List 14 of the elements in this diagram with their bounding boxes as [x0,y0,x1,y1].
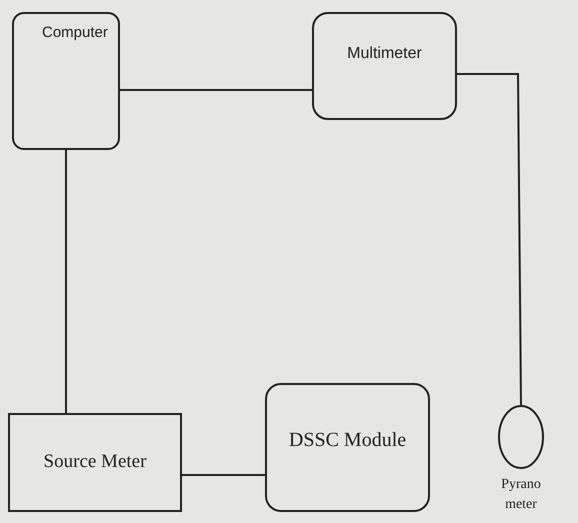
connector-line [65,150,67,413]
device-box [312,12,457,120]
device-box [8,413,182,512]
device-box [12,12,120,150]
device-box [265,383,430,512]
connector-line [457,73,522,405]
connector-line [182,474,265,476]
connector-line [120,89,312,91]
device-label: Source Meter [44,450,146,474]
device-caption: Pyrano meter [500,476,542,514]
sensor-ellipse [498,405,544,469]
device-label: Computer [42,23,108,43]
device-label: Multimeter [347,44,422,64]
device-label: DSSC Module [288,428,406,453]
